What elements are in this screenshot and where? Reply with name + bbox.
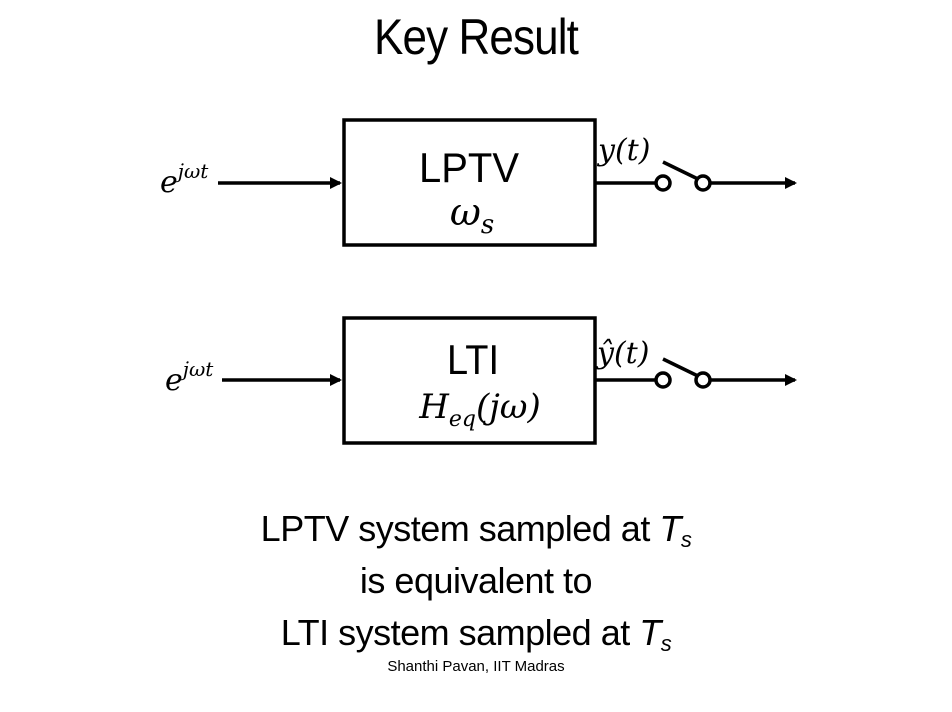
sampling-period-symbol: Ts bbox=[659, 508, 692, 552]
caption-line-3-text: LTI system sampled at bbox=[280, 612, 640, 653]
lptv-param-symbol: ω bbox=[450, 190, 481, 234]
lti-block-label: LTI bbox=[447, 336, 499, 383]
lptv-sampler-terminal-right bbox=[694, 174, 712, 192]
slide-title: Key Result bbox=[374, 9, 579, 65]
caption-line-3: LTI system sampled at Ts bbox=[0, 612, 952, 657]
lptv-block bbox=[342, 118, 597, 247]
caption-line-1-text: LPTV system sampled at bbox=[260, 508, 660, 549]
lptv-input-signal: ejωt bbox=[160, 159, 209, 200]
lti-output-signal: ŷ(t) bbox=[595, 336, 649, 371]
lptv-output-signal: y(t) bbox=[596, 133, 650, 168]
lti-param-symbol: H bbox=[418, 387, 450, 427]
lptv-input-exponent: jωt bbox=[174, 159, 210, 183]
lti-param-subscript: eq bbox=[449, 407, 476, 432]
lti-sampler-terminal-left bbox=[654, 371, 672, 389]
author-credit: Shanthi Pavan, IIT Madras bbox=[387, 658, 565, 675]
lti-path: ejωt LTI Heq(jω) ŷ(t) bbox=[165, 316, 797, 445]
lptv-sampler-terminal-left bbox=[654, 174, 672, 192]
sampling-period-symbol: Ts bbox=[639, 612, 672, 656]
caption-line-2: is equivalent to bbox=[359, 560, 593, 601]
lptv-block-parameter: ωs bbox=[450, 190, 494, 240]
lti-sampler-terminal-right bbox=[694, 371, 712, 389]
lti-sampler-switch-arm bbox=[662, 357, 701, 379]
lti-input-exponent: jωt bbox=[179, 357, 215, 381]
lti-block-parameter: Heq(jω) bbox=[418, 387, 541, 432]
lti-input-base: e bbox=[165, 363, 183, 398]
lti-param-argument: (jω) bbox=[476, 387, 541, 427]
caption-line-1: LPTV system sampled at Ts bbox=[0, 508, 952, 553]
lptv-path: ejωt LPTV ωs y(t) bbox=[160, 118, 797, 247]
lti-input-signal: ejωt bbox=[165, 357, 214, 398]
lptv-param-subscript: s bbox=[481, 210, 494, 240]
lptv-block-label: LPTV bbox=[419, 144, 519, 191]
lti-block bbox=[342, 316, 597, 445]
lptv-sampler-switch-arm bbox=[662, 160, 701, 182]
lptv-input-base: e bbox=[160, 165, 178, 200]
